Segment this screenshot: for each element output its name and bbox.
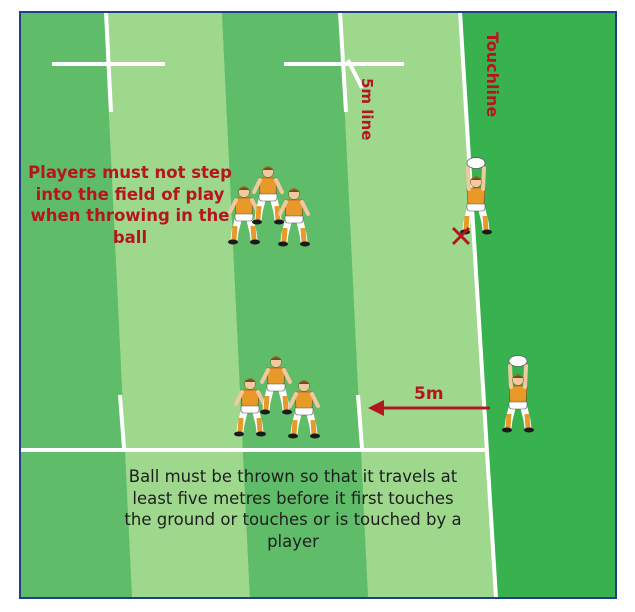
diagram-border (19, 11, 617, 599)
rule-note-distance: Ball must be thrown so that it travels a… (124, 467, 462, 551)
pitch-dash (118, 394, 126, 449)
five-m-line-label: 5m line (358, 78, 376, 141)
hash-mark (338, 11, 348, 113)
touchline (458, 11, 498, 599)
arrow-left-icon (368, 400, 490, 416)
distance-label: 5m (414, 384, 444, 404)
touchline-label: Touchline (483, 32, 502, 118)
five-m-line-lower (356, 394, 364, 449)
hash-mark (104, 11, 113, 113)
foot-cross-icon (451, 226, 471, 246)
rule-note-throw-in: Players must not step into the field of … (28, 163, 232, 247)
